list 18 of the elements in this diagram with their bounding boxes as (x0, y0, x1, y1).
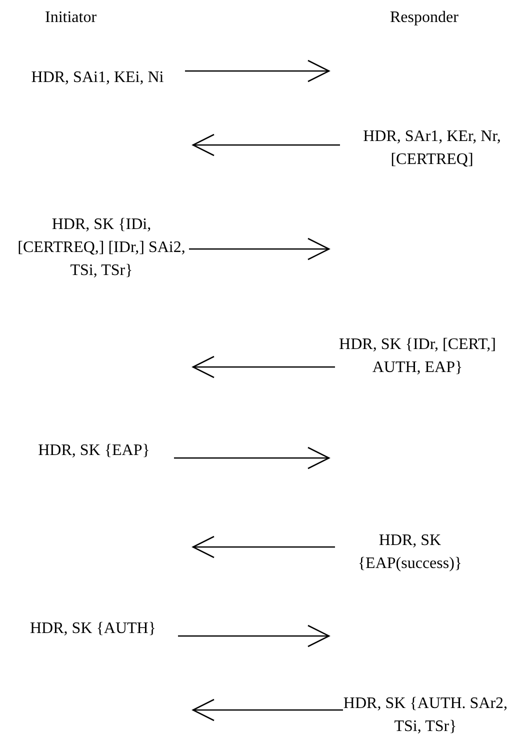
participant-heading: Initiator (45, 8, 97, 28)
message-arrow (178, 624, 330, 648)
message-arrow (192, 134, 340, 156)
message-text: HDR, SK {IDr, [CERT,] AUTH, EAP} (335, 333, 500, 379)
message-arrow (192, 698, 343, 722)
message-text: HDR, SAr1, KEr, Nr, [CERTREQ] (340, 125, 524, 171)
message-text: HDR, SK {IDi, [CERTREQ,] [IDr,] SAi2, TSi, TSr} (14, 213, 189, 282)
message-text: HDR, SK {EAP} (14, 439, 174, 462)
participant-heading: Responder (390, 8, 458, 28)
message-arrow (189, 238, 330, 260)
message-text: HDR, SK {AUTH} (8, 617, 178, 640)
message-arrow (192, 536, 335, 558)
message-arrow (185, 60, 330, 82)
message-arrow (192, 356, 335, 378)
message-text: HDR, SK {AUTH. SAr2, TSi, TSr} (343, 692, 508, 737)
message-text: HDR, SAi1, KEi, Ni (10, 66, 185, 89)
message-text: HDR, SK {EAP(success)} (335, 529, 485, 575)
message-arrow (174, 446, 330, 470)
